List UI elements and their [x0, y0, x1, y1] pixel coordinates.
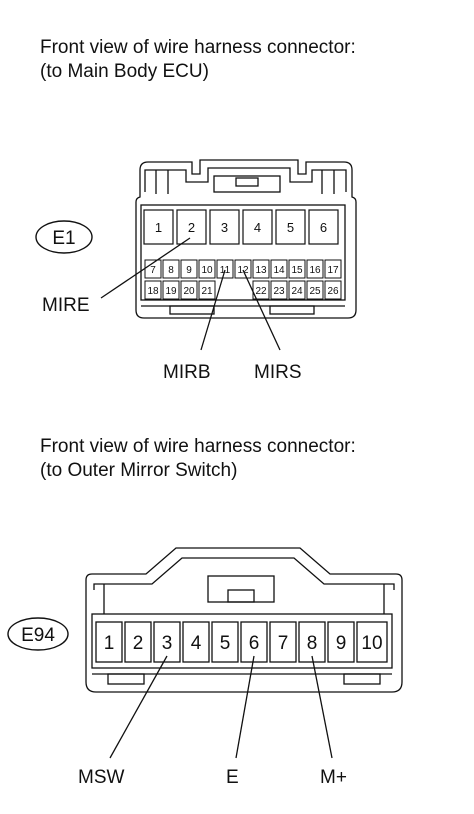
leader-mirb: [200, 269, 226, 351]
connector-e1-bottom-row: [144, 280, 342, 300]
connector-e1-top-row: [143, 209, 339, 245]
pin-cell: [209, 209, 240, 245]
pin-label: 6: [320, 220, 327, 235]
pin-label: 16: [309, 265, 321, 276]
connector-e1-leaders: [100, 237, 281, 351]
connector-e94-pin-labels: 1 2 3 4 5 6 7 8 9 10: [104, 633, 383, 654]
connector-e1-latch-tab: [235, 177, 259, 187]
connector-e1-code: E1: [52, 228, 75, 249]
connector-e1-latch: [213, 175, 281, 193]
connector-e94-pin-row: [95, 621, 388, 663]
connector-e94: [85, 547, 403, 693]
connector-e94-code-badge: E94: [7, 617, 69, 651]
pin-label: 4: [191, 633, 202, 654]
pin-label: 10: [361, 633, 382, 654]
pin-label: 21: [201, 286, 213, 297]
signal-label-mirs: MIRS: [254, 362, 302, 383]
signal-label-mirb: MIRB: [163, 362, 211, 383]
pin-label: 22: [255, 286, 267, 297]
pin-label: 23: [273, 286, 285, 297]
leader-mirs: [242, 269, 281, 351]
pin-cell: [275, 209, 306, 245]
pin-label: 13: [255, 265, 267, 276]
pin-label: 19: [165, 286, 177, 297]
connector-e1-mid-row: [144, 259, 342, 279]
pin-label: 17: [327, 265, 339, 276]
signal-label-msw: MSW: [78, 767, 125, 788]
leader-e: [235, 655, 255, 759]
pin-label: 8: [168, 265, 174, 276]
pin-label: 4: [254, 220, 261, 235]
connector-e94-code: E94: [21, 625, 55, 646]
signal-label-mire: MIRE: [42, 295, 90, 316]
connector-e1-caption-line1: Front view of wire harness connector:: [40, 37, 356, 58]
leader-mplus: [311, 655, 333, 759]
pin-label: 15: [291, 265, 303, 276]
connector-e94-housing: [85, 547, 403, 693]
connector-e1-top-row-labels: 1 2 3 4 5 6: [155, 220, 327, 235]
connector-e1-bottom-row-labels: 18 19 20 21 22 23 24 25 26: [147, 286, 339, 297]
connector-e94-signal-labels: MSW E M+: [78, 767, 347, 788]
connector-e94-caption-line2: (to Outer Mirror Switch): [40, 460, 238, 481]
pin-label: 1: [104, 633, 115, 654]
pin-label: 5: [220, 633, 231, 654]
connector-e1-caption: Front view of wire harness connector: (t…: [40, 36, 356, 84]
pin-label: 1: [155, 220, 162, 235]
pin-label: 2: [188, 220, 195, 235]
pin-cell: [308, 209, 339, 245]
pin-label: 5: [287, 220, 294, 235]
leader-msw: [109, 655, 168, 759]
pin-label: 9: [336, 633, 347, 654]
pin-label: 7: [150, 265, 156, 276]
connector-e1-pin-area: [140, 204, 346, 301]
connector-e1-housing: [135, 159, 357, 319]
connector-e1-code-badge: E1: [35, 220, 93, 254]
connector-e94-pin-area: [91, 613, 393, 669]
pin-label: 10: [201, 265, 213, 276]
pin-label: 3: [221, 220, 228, 235]
pin-label: 20: [183, 286, 195, 297]
connector-e1-signal-labels: MIRE MIRB MIRS: [42, 295, 302, 383]
leader-mire: [100, 237, 191, 299]
connector-e94-latch: [207, 575, 275, 603]
pin-label: 25: [309, 286, 321, 297]
signal-label-e: E: [226, 767, 239, 788]
pin-label: 2: [133, 633, 144, 654]
pin-label: 6: [249, 633, 260, 654]
signal-label-mplus: M+: [320, 767, 347, 788]
pin-cell: [176, 209, 207, 245]
pin-label: 7: [278, 633, 289, 654]
pin-label: 3: [162, 633, 173, 654]
pin-cell: [143, 209, 174, 245]
connector-e1-inner-frame: [144, 167, 347, 192]
connector-e1: [135, 159, 357, 319]
connector-e1-caption-line2: (to Main Body ECU): [40, 61, 209, 82]
pin-label: 24: [291, 286, 303, 297]
connector-e94-caption: Front view of wire harness connector: (t…: [40, 435, 356, 483]
pin-label: 14: [273, 265, 285, 276]
pin-label: 8: [307, 633, 318, 654]
pin-label: 9: [186, 265, 192, 276]
connector-e94-caption-line1: Front view of wire harness connector:: [40, 436, 356, 457]
connector-e94-leaders: [109, 655, 333, 759]
pin-label: 18: [147, 286, 159, 297]
connector-e94-latch-tab: [227, 589, 255, 603]
pin-cell: [242, 209, 273, 245]
pin-label: 26: [327, 286, 339, 297]
